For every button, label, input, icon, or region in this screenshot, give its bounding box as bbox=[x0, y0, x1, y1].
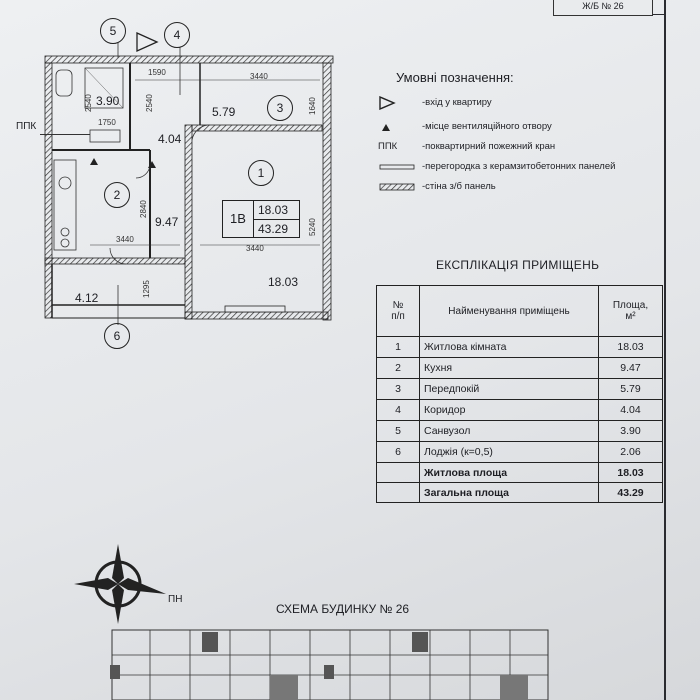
table-row: 5 Санвузол 3.90 bbox=[376, 420, 663, 442]
header-num: № п/п bbox=[376, 285, 420, 337]
ppk-leader bbox=[40, 134, 90, 135]
ppk-symbol: ППК bbox=[378, 141, 398, 152]
dim-2540-mid: 2540 bbox=[145, 94, 154, 112]
total-area-row: Загальна площа 43.29 bbox=[376, 482, 663, 503]
area-kitchen: 9.47 bbox=[155, 215, 179, 229]
area-loggia: 4.12 bbox=[75, 291, 99, 305]
wall-left bbox=[44, 62, 53, 319]
table-row: 3 Передпокій 5.79 bbox=[376, 378, 663, 400]
dim-3440-kitchen: 3440 bbox=[116, 235, 134, 244]
apartment-total-area: 43.29 bbox=[258, 221, 289, 236]
living-area-row: Житлова площа 18.03 bbox=[376, 462, 663, 483]
apartment-living-area: 18.03 bbox=[254, 201, 299, 220]
dim-1640: 1640 bbox=[308, 97, 317, 115]
table-row: 4 Коридор 4.04 bbox=[376, 399, 663, 421]
dim-5240: 5240 bbox=[308, 218, 317, 236]
header-area: Площа, м² bbox=[598, 285, 663, 337]
dim-3440-top: 3440 bbox=[250, 72, 268, 81]
north-label: ПН bbox=[168, 594, 183, 605]
table-row: 6 Лоджія (к=0,5) 2.06 bbox=[376, 441, 663, 463]
dim-1295: 1295 bbox=[142, 280, 151, 298]
table-row: 1 Житлова кімната 18.03 bbox=[376, 336, 663, 358]
table-row: 2 Кухня 9.47 bbox=[376, 357, 663, 379]
wall-living-top bbox=[191, 124, 323, 132]
wall-bottom-living bbox=[184, 311, 329, 320]
hatched-wall-icon bbox=[379, 183, 415, 191]
sheet-stamp: Ж/Б № 26 bbox=[553, 0, 653, 16]
area-living: 18.03 bbox=[268, 275, 299, 289]
explication-table: № п/п Найменування приміщень Площа, м² 1… bbox=[376, 285, 663, 503]
axis-marker-5: 5 bbox=[100, 18, 126, 44]
entrance-triangle-icon bbox=[379, 96, 396, 110]
compass-rose-icon bbox=[74, 544, 166, 624]
dim-2840: 2840 bbox=[139, 200, 148, 218]
frame-line-right bbox=[664, 0, 666, 700]
room-marker-2: 2 bbox=[104, 182, 130, 208]
vent-triangle-icon bbox=[382, 124, 390, 131]
area-bathroom: 3.90 bbox=[96, 94, 120, 108]
building-scheme bbox=[110, 629, 549, 700]
floor-plan bbox=[44, 31, 334, 325]
legend-title: Умовні позначення: bbox=[396, 70, 514, 85]
dim-2540-left: 2540 bbox=[84, 94, 93, 112]
ppk-label: ППК bbox=[16, 121, 37, 132]
dim-1590: 1590 bbox=[148, 68, 166, 77]
wall-living-left bbox=[184, 124, 193, 320]
area-hallway: 5.79 bbox=[212, 105, 236, 119]
explication-title: ЕКСПЛІКАЦІЯ ПРИМІЩЕНЬ bbox=[436, 258, 600, 272]
apartment-summary-box: 1В 18.03 43.29 bbox=[222, 200, 300, 238]
partition-line-icon bbox=[379, 164, 415, 170]
wall-right bbox=[322, 62, 332, 321]
axis-marker-4: 4 bbox=[164, 22, 190, 48]
wall-top bbox=[44, 55, 334, 64]
axis-marker-6: 6 bbox=[104, 323, 130, 349]
room-marker-1: 1 bbox=[248, 160, 274, 186]
area-corridor: 4.04 bbox=[158, 132, 182, 146]
room-marker-3: 3 bbox=[267, 95, 293, 121]
apartment-type: 1В bbox=[223, 201, 254, 237]
header-name: Найменування приміщень bbox=[419, 285, 599, 337]
wall-kitchen-bottom bbox=[44, 257, 186, 265]
building-scheme-title: СХЕМА БУДИНКУ № 26 bbox=[276, 602, 410, 616]
dim-1750: 1750 bbox=[98, 118, 116, 127]
dim-3440-living: 3440 bbox=[246, 244, 264, 253]
